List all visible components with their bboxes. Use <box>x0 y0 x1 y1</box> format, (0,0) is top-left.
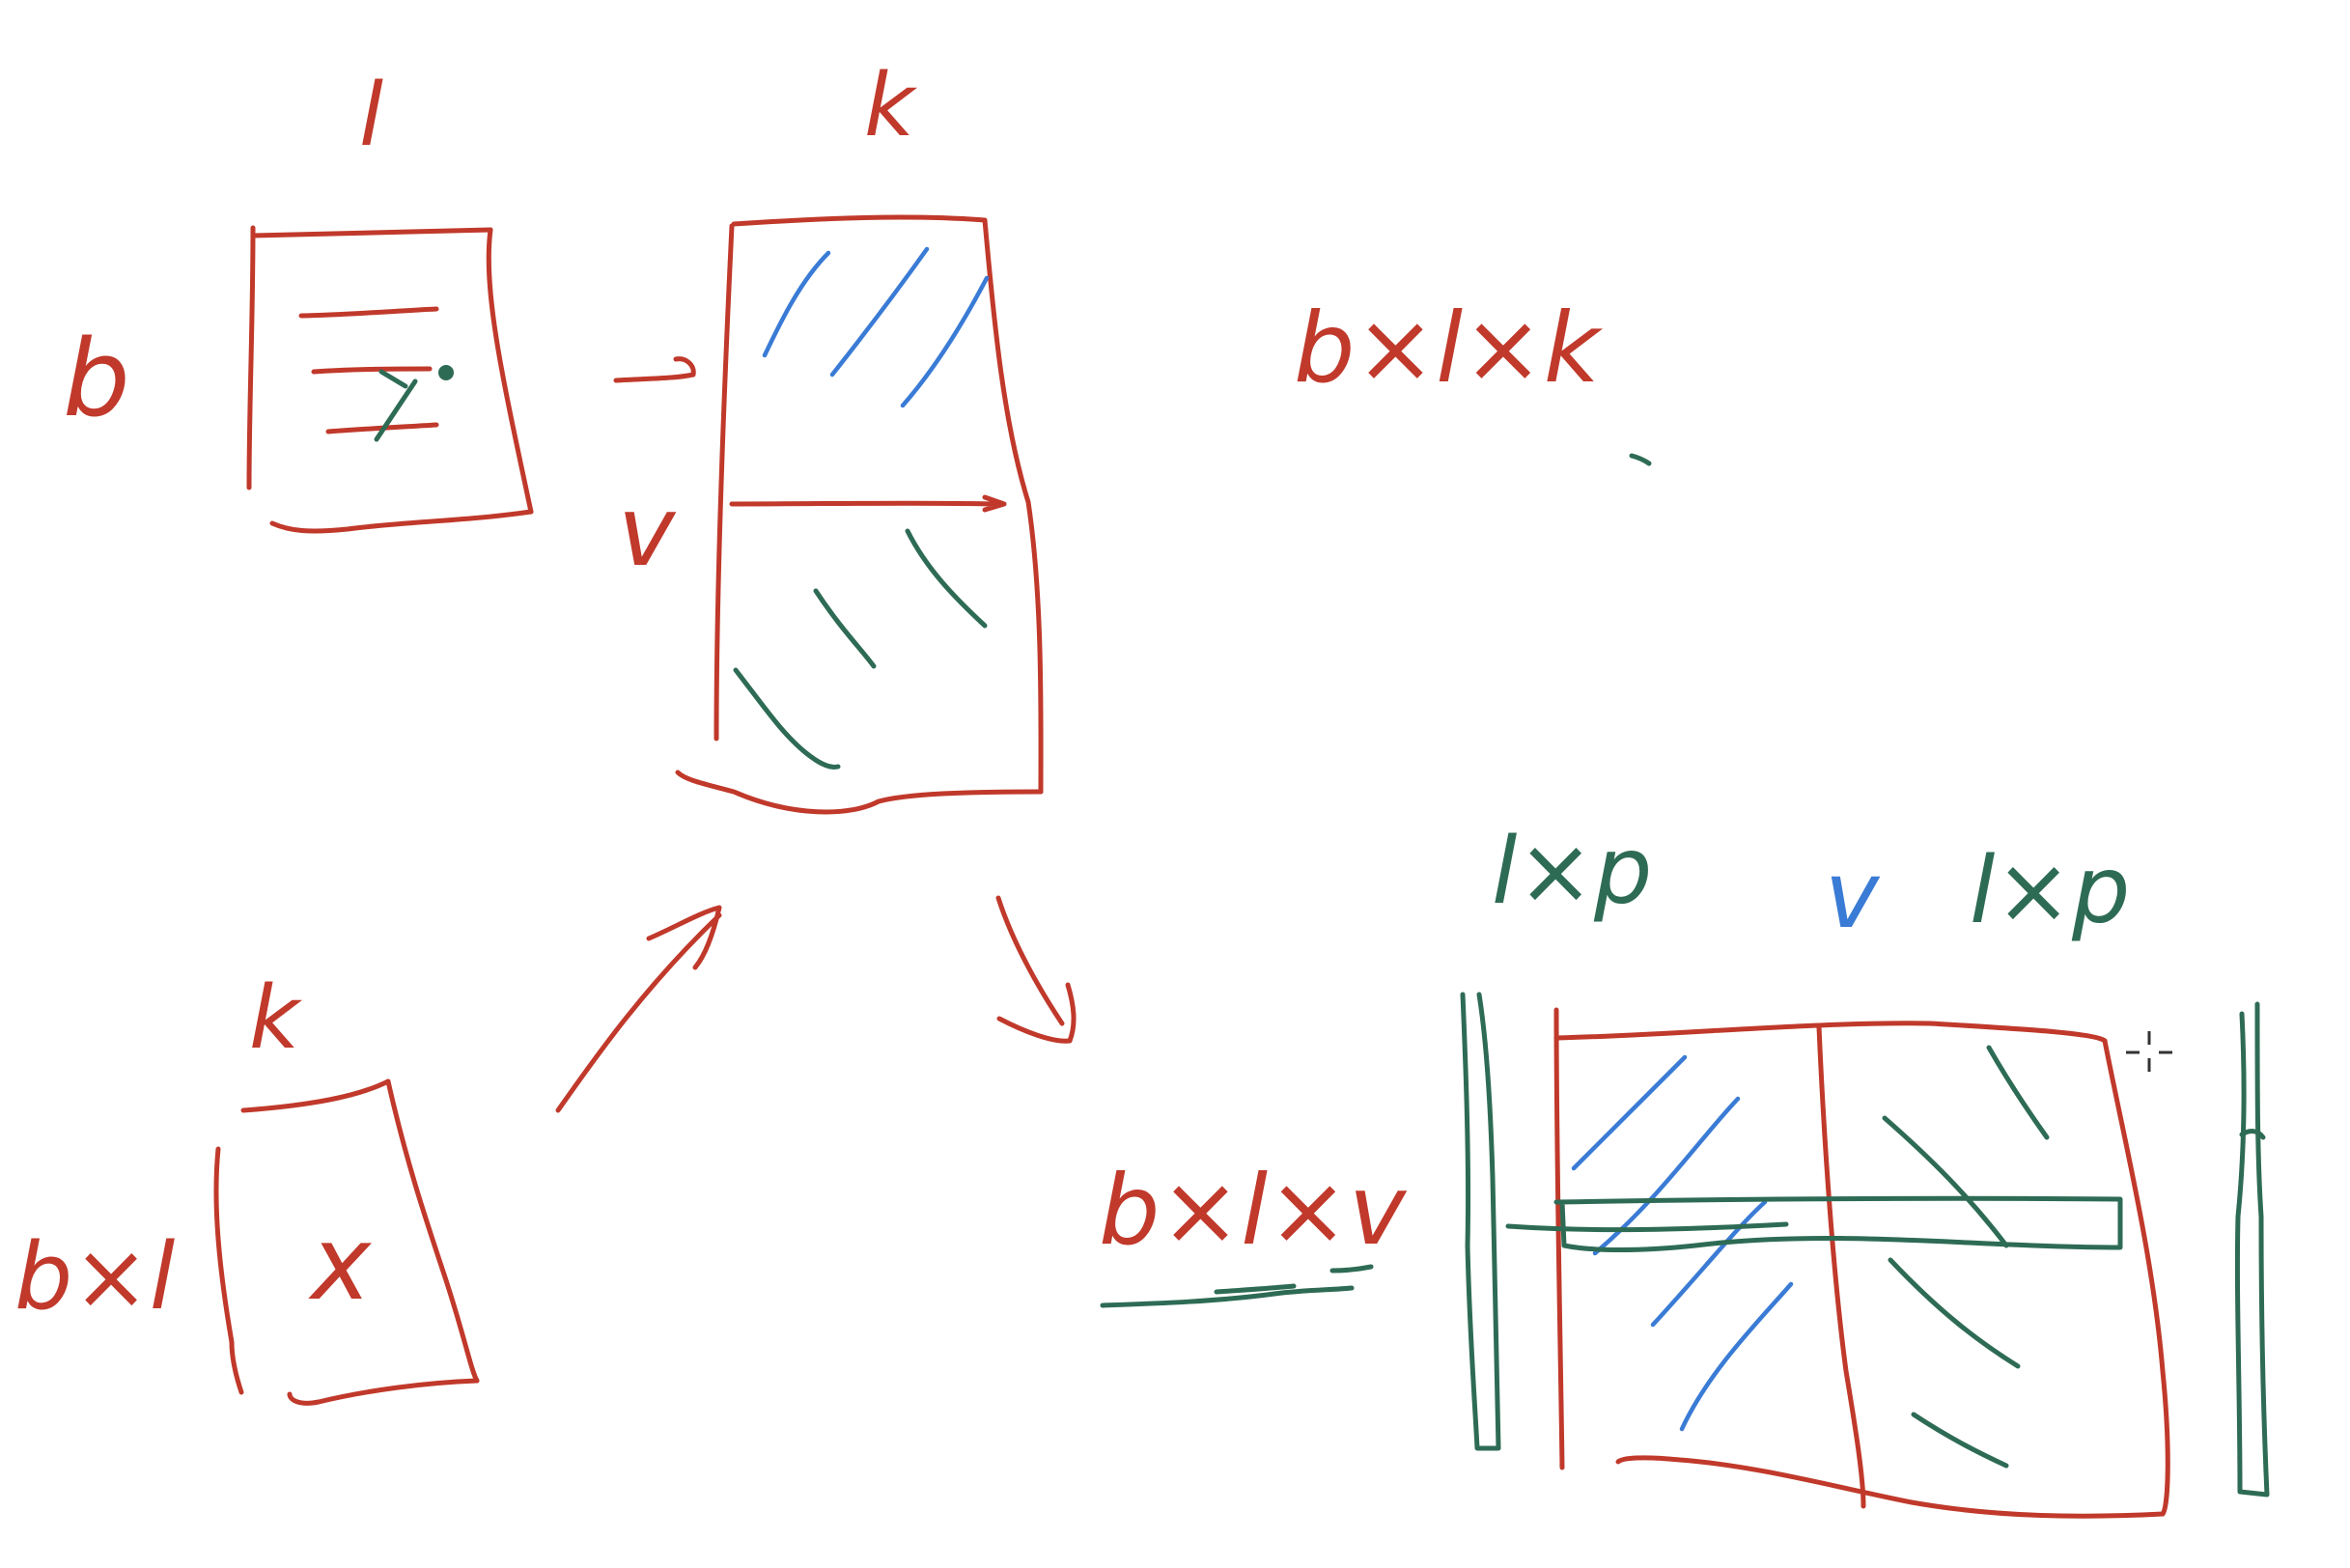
input-left-label: b×l <box>14 1224 175 1330</box>
underline-green <box>1100 1285 1355 1308</box>
lxp-right-label: l×p <box>1970 838 2130 944</box>
query-matrix <box>246 225 534 534</box>
input-matrix <box>213 1078 480 1406</box>
output-matrix <box>1505 1007 2170 1519</box>
lxp-left-label: l×p <box>1492 819 1652 925</box>
key-top-label: k <box>864 55 918 156</box>
input-x-label: x <box>308 1205 373 1323</box>
query-left-label: b <box>63 317 130 440</box>
right-column-bar <box>2234 1001 2270 1498</box>
arrow-up-right <box>555 905 722 1113</box>
shape-bxlxv-label: b×l×v <box>1099 1154 1408 1267</box>
underline-green-extra <box>1214 1264 1374 1295</box>
input-top-label: k <box>249 967 303 1069</box>
shape-bxlxk-label: b×l×k <box>1294 292 1604 405</box>
arrow-left-small <box>613 356 696 383</box>
arrow-down-right <box>995 895 1077 1044</box>
key-matrix <box>675 214 1044 815</box>
crosshair-cursor-icon <box>2126 1031 2172 1072</box>
v-mid-label: v <box>1825 843 1881 949</box>
query-top-label: l <box>359 65 383 166</box>
left-column-bar <box>1460 992 1501 1451</box>
small-green-tick <box>1629 453 1652 466</box>
v-left-label: v <box>618 475 677 588</box>
query-dot-marker <box>438 365 454 380</box>
